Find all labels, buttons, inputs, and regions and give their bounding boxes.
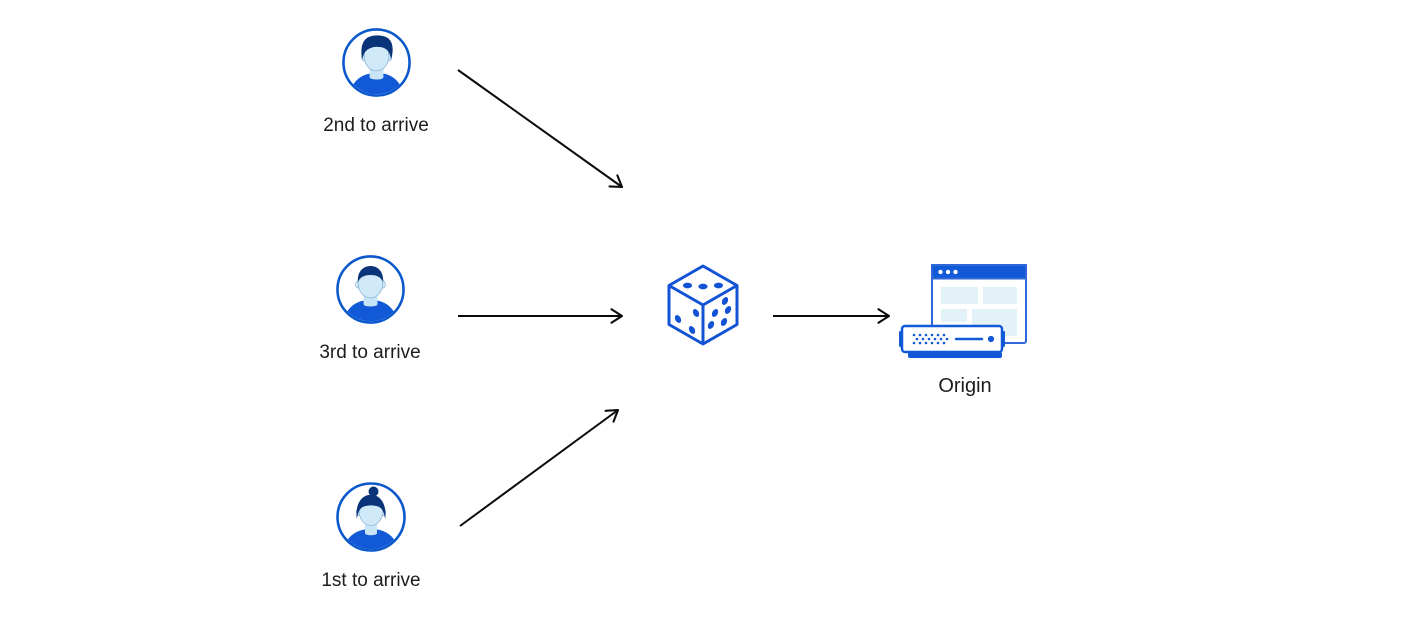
visitor-bottom-label: 1st to arrive [321,570,421,591]
visitor-middle-label: 3rd to arrive [319,342,421,363]
visitor-middle-node: 3rd to arrive [300,254,440,364]
woman-bun-avatar-icon [336,482,406,552]
random-selector-node [665,263,741,347]
origin-server-icon [899,264,1027,358]
origin-node: Origin [898,264,1032,397]
browser-window [931,264,1027,344]
visitor-top-label: 2nd to arrive [323,115,429,136]
server-appliance [899,324,1005,358]
man-short-hair-avatar-icon [335,255,405,324]
dice-icon [667,264,739,346]
arrow-visitor-top-to-dice [457,69,624,189]
arrow-visitor-bottom-to-dice [459,408,620,527]
visitor-top-node: 2nd to arrive [306,27,446,137]
man-swept-hair-avatar-icon [341,28,411,97]
visitor-bottom-node: 1st to arrive [301,481,441,592]
origin-label: Origin [938,375,992,397]
